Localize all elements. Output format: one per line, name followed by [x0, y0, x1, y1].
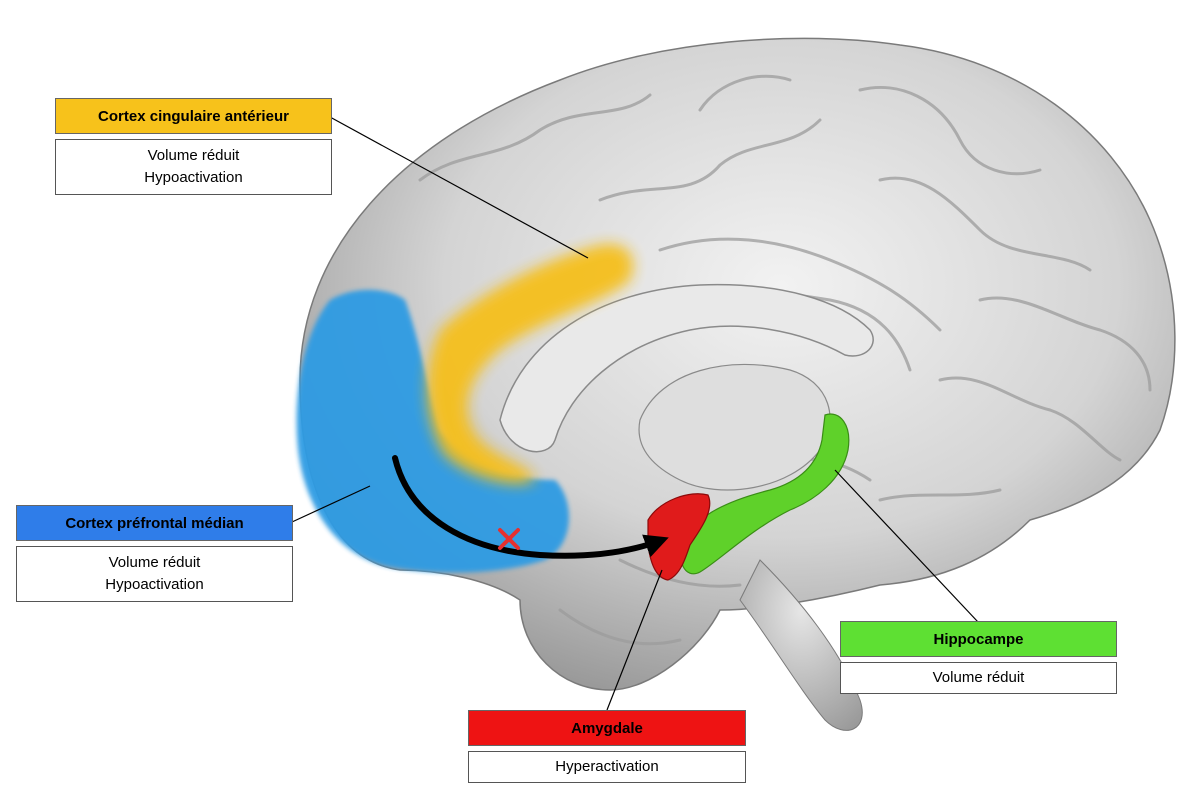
acc-title: Cortex cingulaire antérieur — [55, 98, 332, 134]
leader-line-acc — [329, 116, 589, 259]
acc-desc-line1: Volume réduit — [147, 147, 240, 164]
leader-line-mpfc — [291, 485, 371, 523]
acc-region — [427, 244, 634, 484]
leader-line-amygdala — [606, 569, 663, 711]
mpfc-title: Cortex préfrontal médian — [16, 505, 293, 541]
acc-description: Volume réduit Hypoactivation — [55, 139, 332, 195]
connection-arrow — [392, 455, 669, 559]
amygdala-desc-line1: Hyperactivation — [555, 758, 659, 775]
mpfc-region — [296, 289, 569, 573]
leader-line-hippocampus — [834, 469, 979, 623]
hippocampus-title: Hippocampe — [840, 621, 1117, 657]
hippocampus-desc-line1: Volume réduit — [932, 669, 1025, 686]
corpus-callosum — [499, 283, 874, 453]
brainstem — [739, 559, 863, 731]
hippocampus-region — [680, 413, 850, 575]
amygdala-region — [647, 493, 711, 581]
callout-amygdala: Amygdale Hyperactivation — [468, 710, 746, 783]
mpfc-description: Volume réduit Hypoactivation — [16, 546, 293, 602]
amygdala-description: Hyperactivation — [468, 751, 746, 783]
callout-mpfc: Cortex préfrontal médian Volume réduit H… — [16, 505, 293, 602]
leader-lines — [291, 116, 979, 711]
mpfc-desc-line1: Volume réduit — [108, 554, 201, 571]
disruption-mark — [498, 528, 520, 550]
hippocampus-description: Volume réduit — [840, 662, 1117, 694]
mpfc-desc-line2: Hypoactivation — [105, 576, 204, 593]
amygdala-title: Amygdale — [468, 710, 746, 746]
callout-hippocampus: Hippocampe Volume réduit — [840, 621, 1117, 694]
callout-acc: Cortex cingulaire antérieur Volume rédui… — [55, 98, 332, 195]
acc-desc-line2: Hypoactivation — [144, 169, 243, 186]
